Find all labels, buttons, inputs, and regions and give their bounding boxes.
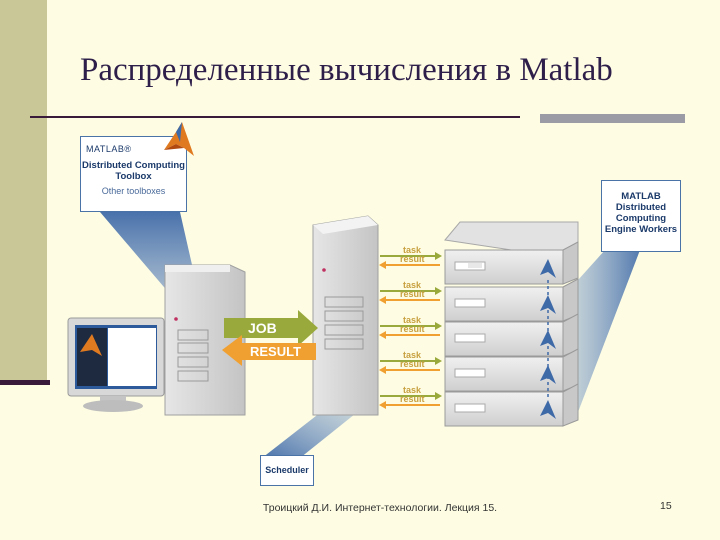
scheduler-tower xyxy=(312,215,379,416)
matlab-logo-icon xyxy=(164,122,194,156)
task-result-arrows xyxy=(379,252,442,409)
result-label-small: result xyxy=(400,394,425,404)
footer-author: Троицкий Д.И. Интернет-технологии. Лекци… xyxy=(262,502,498,514)
result-label: RESULT xyxy=(250,344,301,359)
result-label-small: result xyxy=(400,254,425,264)
task-label: task xyxy=(403,315,422,325)
result-label-small: result xyxy=(400,324,425,334)
left-bar-underline xyxy=(0,380,50,385)
matlab-worker-icon xyxy=(540,259,556,278)
result-label-small: result xyxy=(400,289,425,299)
matlab-worker-icon xyxy=(540,365,556,384)
title-rule-accent xyxy=(540,114,685,123)
result-label-small: result xyxy=(400,359,425,369)
matlab-worker-icon xyxy=(540,400,556,419)
workers-callout: MATLAB Distributed Computing Engine Work… xyxy=(601,180,681,252)
workers-callout-beam xyxy=(560,250,640,420)
title-rule xyxy=(30,116,520,118)
slide-title: Распределенные вычисления в Matlab xyxy=(80,52,613,88)
job-label: JOB xyxy=(248,320,277,336)
toolbox-name: Distributed Computing Toolbox xyxy=(82,160,185,182)
page-number: 15 xyxy=(660,500,672,512)
matlab-worker-icon xyxy=(540,330,556,349)
task-label: task xyxy=(403,350,422,360)
task-label: task xyxy=(403,245,422,255)
matlab-logo-small-icon xyxy=(80,334,102,356)
result-arrow: RESULT xyxy=(222,335,316,366)
other-toolboxes-label: Other toolboxes xyxy=(101,186,166,196)
client-monitor xyxy=(67,317,165,412)
left-decorative-bar xyxy=(0,0,47,384)
worker-rack xyxy=(444,221,579,427)
task-label: task xyxy=(403,385,422,395)
task-label: task xyxy=(403,280,422,290)
worker-unit xyxy=(444,249,564,285)
job-arrow: JOB xyxy=(224,310,318,346)
scheduler-callout: Scheduler xyxy=(260,455,314,486)
scheduler-callout-beam xyxy=(262,405,360,458)
matlab-brand-label: MATLAB® xyxy=(86,144,132,154)
client-tower xyxy=(164,264,246,416)
